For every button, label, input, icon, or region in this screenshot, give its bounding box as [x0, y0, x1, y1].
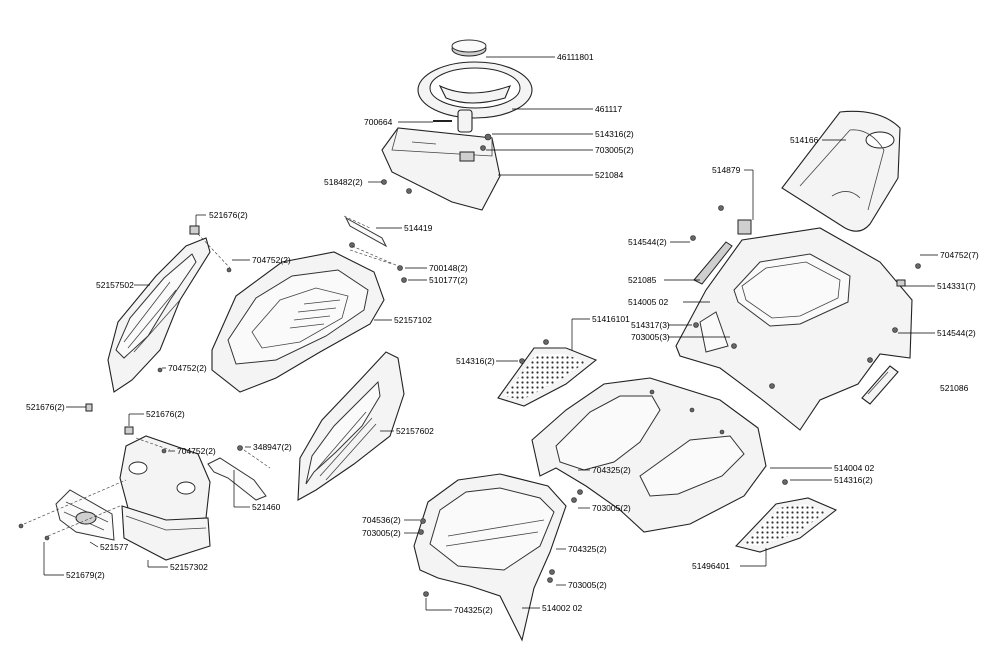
- label-nut-floor: 704536(2): [362, 515, 401, 525]
- switch: [737, 169, 754, 235]
- label-screw-rear-right-b: 514544(2): [937, 328, 976, 338]
- steering-cap: [451, 39, 487, 57]
- label-hood-bracket: 514419: [404, 223, 433, 233]
- label-screw-rear-a: 514317(3): [631, 320, 670, 330]
- label-hood: 52157102: [394, 315, 432, 325]
- label-side-panel-right: 52157602: [396, 426, 434, 436]
- label-footplate-right-lower: 51496401: [692, 561, 730, 571]
- steering-wheel: [417, 61, 533, 133]
- label-front-bracket: 521460: [252, 502, 281, 512]
- label-washer-mid-a: 703005(2): [592, 503, 631, 513]
- label-rear-body: 514005 02: [628, 297, 668, 307]
- label-front-bumper: 52157302: [170, 562, 208, 572]
- label-headlight: 521577: [100, 542, 129, 552]
- leader-lines: [43, 56, 938, 611]
- label-bolt-hood: 510177(2): [429, 275, 468, 285]
- label-screw-side-left-low: 704752(2): [168, 363, 207, 373]
- rear-body: [675, 227, 913, 431]
- label-washer-floor: 703005(2): [362, 528, 401, 538]
- label-switch: 514879: [712, 165, 741, 175]
- label-nut-hood: 700148(2): [429, 263, 468, 273]
- label-rear-handle: 521086: [940, 383, 969, 393]
- center-body: [531, 377, 767, 533]
- label-footplate-right-upper: 51416101: [592, 314, 630, 324]
- label-seat-cover-bracket: 521085: [628, 275, 657, 285]
- label-clip-top-left: 521676(2): [209, 210, 248, 220]
- hood: [211, 251, 385, 393]
- footplate-lower: [734, 497, 838, 553]
- label-floor-pan: 514002 02: [542, 603, 582, 613]
- label-seat: 514166: [790, 135, 819, 145]
- label-clip-left-low: 521676(2): [26, 402, 65, 412]
- label-screw-body-right-b: 514316(2): [834, 475, 873, 485]
- side-panel-right: [297, 351, 405, 501]
- label-screw-foot-left: 514316(2): [456, 356, 495, 366]
- label-steer-wheel: 461117: [595, 104, 622, 114]
- label-bolt-front: 348947(2): [253, 442, 292, 452]
- hood-bracket: [343, 215, 388, 248]
- label-screw-dash-top: 514316(2): [595, 129, 634, 139]
- label-screw-bumper: 521679(2): [66, 570, 105, 580]
- headlight: [55, 489, 115, 541]
- label-washer-rear: 703005(3): [631, 332, 670, 342]
- label-screw-floor-b: 704325(2): [454, 605, 493, 615]
- label-steer-cap: 46111801: [557, 52, 594, 62]
- front-bracket: [207, 457, 267, 501]
- label-screw-seat-left: 514544(2): [628, 237, 667, 247]
- front-grille: [119, 435, 211, 523]
- floor-pan: [413, 473, 567, 642]
- label-side-panel-left: 52157502: [96, 280, 134, 290]
- part-labels: 46111801 461117 700664 514316(2) 703005(…: [26, 52, 979, 615]
- rear-bracket: [693, 241, 733, 285]
- label-dashboard: 521084: [595, 170, 624, 180]
- side-panel-left: [107, 237, 211, 393]
- label-pin: 700664: [364, 117, 393, 127]
- label-clip-rear-right: 514331(7): [937, 281, 976, 291]
- label-screw-body-right: 514004 02: [834, 463, 874, 473]
- label-screw-floor-a: 704325(2): [568, 544, 607, 554]
- rear-handle: [861, 365, 899, 405]
- dashboard: [381, 127, 501, 211]
- label-screw-mid-a: 704325(2): [592, 465, 631, 475]
- seat: [781, 110, 901, 232]
- footplate-upper: [497, 347, 598, 407]
- front-bumper: [121, 505, 211, 561]
- label-screw-hood-left: 704752(2): [252, 255, 291, 265]
- label-screw-front-a: 704752(2): [177, 446, 216, 456]
- label-washer-dash: 703005(2): [595, 145, 634, 155]
- label-dash-screws: 518482(2): [324, 177, 363, 187]
- label-washer-floor-b: 703005(2): [568, 580, 607, 590]
- label-clip-front: 521676(2): [146, 409, 185, 419]
- label-screw-rear-right: 704752(7): [940, 250, 979, 260]
